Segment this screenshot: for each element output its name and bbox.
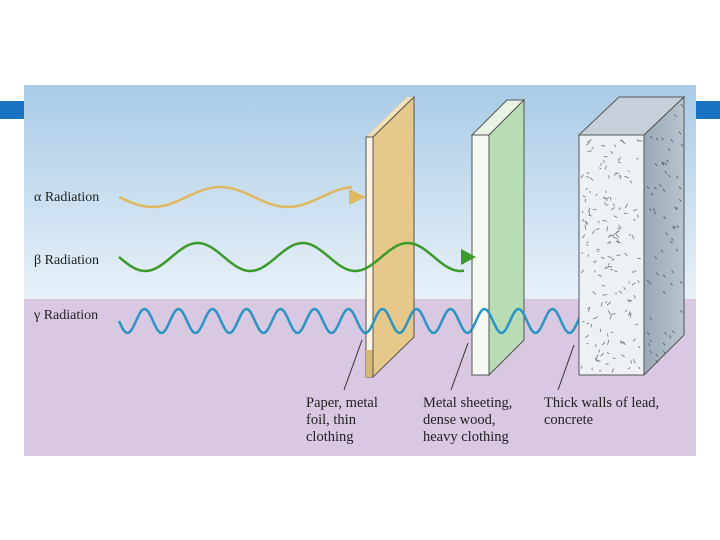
alpha-radiation-label: α Radiation	[34, 190, 99, 206]
concrete-speckle	[585, 225, 586, 230]
concrete-speckle	[596, 251, 598, 252]
radiation-penetration-diagram: α Radiation β Radiation γ Radiation Pape…	[24, 85, 696, 456]
concrete-speckle	[600, 329, 601, 333]
concrete-wall-barrier	[579, 97, 684, 375]
concrete-speckle	[608, 334, 609, 337]
gamma-radiation-label: γ Radiation	[34, 308, 98, 324]
concrete-speckle	[592, 148, 594, 149]
paper-barrier	[366, 97, 414, 377]
concrete-caption: Thick walls of lead, concrete	[544, 395, 659, 429]
paper-caption: Paper, metal foil, thin clothing	[306, 395, 378, 446]
concrete-speckle	[603, 295, 608, 296]
beta-radiation-label: β Radiation	[34, 253, 99, 269]
left-accent-bar	[0, 101, 24, 119]
metal-sheeting-caption: Metal sheeting, dense wood, heavy clothi…	[423, 395, 512, 446]
right-accent-bar	[696, 101, 720, 119]
metal-sheeting-barrier	[472, 100, 524, 375]
